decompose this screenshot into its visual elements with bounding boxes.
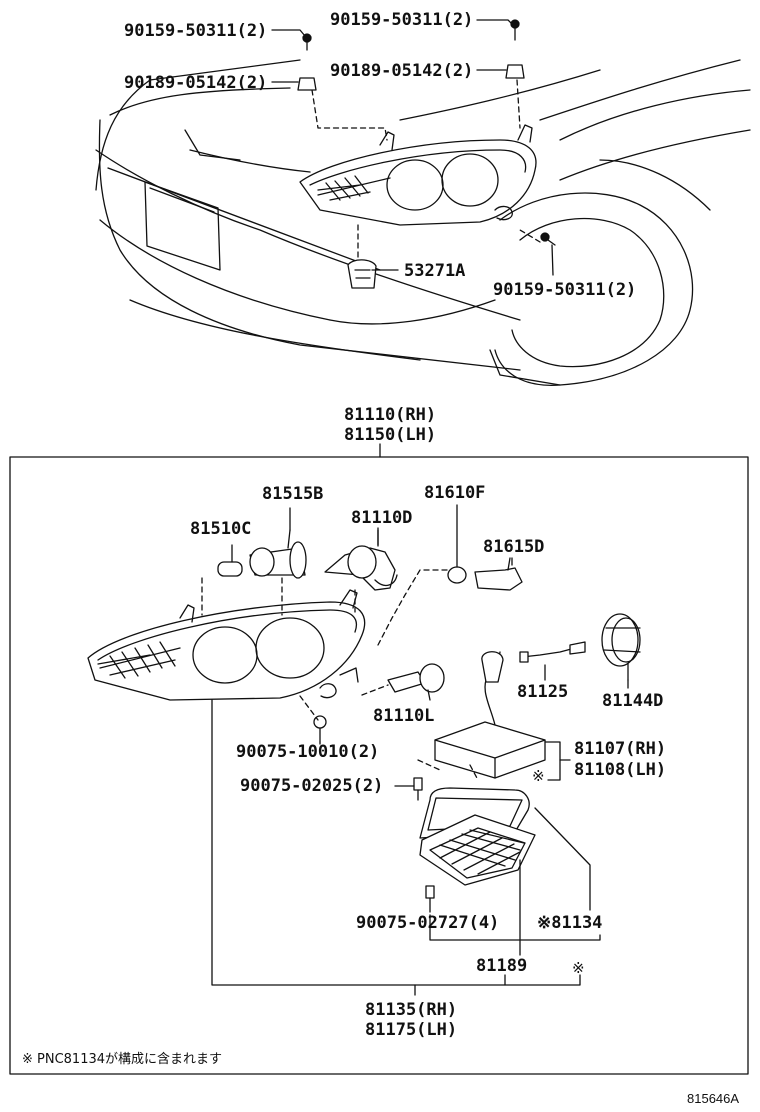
label-90075-02727: 90075-02727(4) bbox=[356, 913, 500, 933]
label-assy-rh: 81110(RH) bbox=[344, 405, 437, 425]
label-81189: 81189 bbox=[476, 956, 528, 976]
label-bolt-side: 90159-50311(2) bbox=[493, 280, 637, 300]
label-ballast-lh: 81108(LH) bbox=[574, 760, 667, 780]
car-front-outline bbox=[95, 59, 751, 386]
lower-leader-lines bbox=[201, 569, 479, 781]
figure-code: 815646A bbox=[687, 1091, 740, 1106]
label-81610f: 81610F bbox=[424, 483, 486, 503]
label-sub-mark: ※ bbox=[572, 959, 585, 977]
label-81110d: 81110D bbox=[351, 508, 413, 528]
label-81144d: 81144D bbox=[602, 691, 664, 711]
label-90075-10010: 90075-10010(2) bbox=[236, 742, 380, 762]
assembly-box bbox=[9, 443, 749, 1075]
label-ballast-rh: 81107(RH) bbox=[574, 739, 667, 759]
label-81510c: 81510C bbox=[190, 519, 252, 539]
cover-assembly bbox=[419, 787, 536, 886]
bulbs bbox=[217, 504, 641, 701]
footnote: ※ PNC81134が構成に含まれます bbox=[22, 1052, 223, 1067]
label-clip-top-right: 90189-05142(2) bbox=[330, 61, 474, 81]
label-unit-rh: 81135(RH) bbox=[365, 1000, 458, 1020]
label-unit-lh: 81175(LH) bbox=[365, 1020, 458, 1040]
label-bolt-top-right: 90159-50311(2) bbox=[330, 10, 474, 30]
label-81515b: 81515B bbox=[262, 484, 324, 504]
label-cover-81134: ※81134 bbox=[537, 913, 603, 933]
label-ballast-mark: ※ bbox=[532, 767, 545, 785]
label-retainer: 53271A bbox=[404, 261, 466, 281]
label-bolt-top-left: 90159-50311(2) bbox=[124, 21, 268, 41]
top-fasteners bbox=[297, 19, 556, 289]
ballast-unit bbox=[434, 651, 561, 781]
headlamp-on-car bbox=[299, 124, 537, 226]
label-clip-top-left: 90189-05142(2) bbox=[124, 73, 268, 93]
label-81125: 81125 bbox=[517, 682, 569, 702]
label-90075-02025: 90075-02025(2) bbox=[240, 776, 384, 796]
top-label-leaders bbox=[271, 19, 554, 276]
label-assy-lh: 81150(LH) bbox=[344, 425, 437, 445]
headlamp-assembly bbox=[87, 589, 366, 701]
label-81110l: 81110L bbox=[373, 706, 435, 726]
top-leader-lines bbox=[311, 79, 541, 261]
label-81615d: 81615D bbox=[483, 537, 545, 557]
lower-label-leaders bbox=[211, 507, 629, 996]
